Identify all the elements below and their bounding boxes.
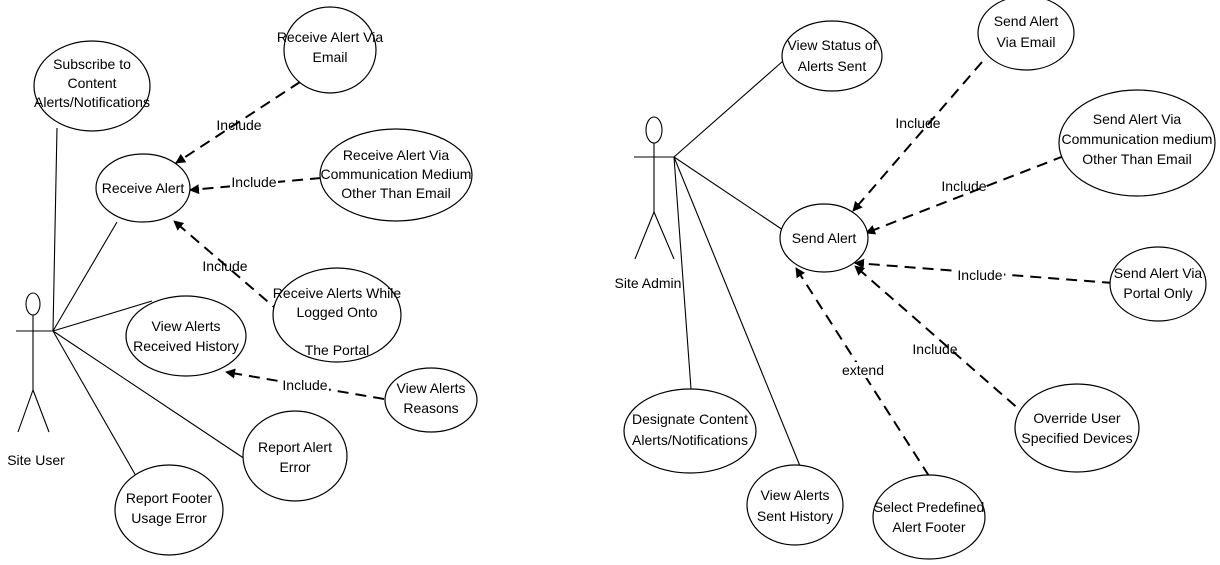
assoc-report-footer xyxy=(52,330,141,484)
use-case-label: Logged Onto xyxy=(297,304,378,320)
use-case-label: View Alerts xyxy=(761,487,830,503)
use-case-label: Report Footer xyxy=(126,490,213,506)
use-case-label: Override User xyxy=(1033,410,1120,426)
use-case-label: Email xyxy=(312,49,347,65)
dependency-labels: Include Include Include Include Include … xyxy=(202,115,1004,393)
use-case-label: Portal Only xyxy=(1123,285,1192,301)
extend-label-footer: extend xyxy=(842,362,884,378)
include-arrow-override xyxy=(854,265,1030,419)
include-label-portal: Include xyxy=(202,258,247,274)
use-case-label: The Portal xyxy=(305,342,370,358)
assoc-send-alert xyxy=(673,156,784,231)
use-case-label: Send Alert xyxy=(994,13,1059,29)
use-case-label: Send Alert Via xyxy=(1114,265,1203,281)
use-case-label: Content xyxy=(67,75,116,91)
use-case-send-other: Send Alert Via Communication medium Othe… xyxy=(1058,89,1216,197)
include-label-other: Include xyxy=(231,174,276,190)
include-label-send-other: Include xyxy=(941,178,986,194)
use-case-report-error: Report Alert Error xyxy=(242,410,348,502)
use-case-label: Send Alert xyxy=(792,230,857,246)
use-case-label: Usage Error xyxy=(131,510,207,526)
use-case-send-alert: Send Alert xyxy=(779,203,869,273)
dependencies xyxy=(173,61,1114,477)
use-case-label: Receive Alerts While xyxy=(273,285,402,301)
include-label-override: Include xyxy=(912,341,957,357)
use-case-label: Alert Footer xyxy=(892,519,965,535)
assoc-report-error xyxy=(52,330,246,460)
use-case-label: Sent History xyxy=(757,508,833,524)
use-case-select-footer: Select Predefined Alert Footer xyxy=(872,474,986,560)
use-case-label: View Status of xyxy=(787,37,876,53)
use-case-label: View Alerts xyxy=(397,380,466,396)
use-case-label: Designate Content xyxy=(632,411,748,427)
use-case-label: Specified Devices xyxy=(1021,430,1132,446)
use-case-view-status: View Status of Alerts Sent xyxy=(781,20,883,92)
use-case-label: Communication medium xyxy=(1062,131,1213,147)
assoc-designate xyxy=(673,156,692,390)
include-arrow-send-email xyxy=(852,61,983,212)
include-label-email: Include xyxy=(216,117,261,133)
use-case-view-reasons: View Alerts Reasons xyxy=(384,367,478,433)
use-case-label: Select Predefined xyxy=(874,499,985,515)
extend-arrow-footer xyxy=(795,267,930,477)
use-case-view-history: View Alerts Received History xyxy=(125,295,247,377)
site-user-actor xyxy=(16,292,53,433)
use-case-label: Alerts/Notifications xyxy=(34,94,150,110)
include-label-reasons: Include xyxy=(282,377,327,393)
site-user-label: Site User xyxy=(7,452,65,468)
assoc-view-status xyxy=(673,60,784,158)
use-case-subscribe: Subscribe to Content Alerts/Notification… xyxy=(33,40,151,132)
assoc-view-history xyxy=(52,300,153,332)
use-case-label: Report Alert xyxy=(258,439,332,455)
use-case-sent-history: View Alerts Sent History xyxy=(746,464,844,546)
include-arrow-portal xyxy=(173,220,282,314)
include-label-send-portal: Include xyxy=(957,267,1002,283)
use-case-label: Alerts/Notifications xyxy=(632,432,748,448)
use-case-label: Other Than Email xyxy=(1082,151,1191,167)
use-case-label: Received History xyxy=(133,338,239,354)
use-case-receive-alert: Receive Alert xyxy=(95,153,191,223)
use-case-send-portal: Send Alert Via Portal Only xyxy=(1109,246,1207,322)
use-case-receive-email: Receive Alert Via Email xyxy=(277,6,384,94)
use-case-label: Communication Medium xyxy=(321,166,472,182)
use-case-receive-other: Receive Alert Via Communication Medium O… xyxy=(319,128,473,222)
assoc-receive-alert xyxy=(52,221,118,332)
associations xyxy=(52,60,801,484)
use-case-label: View Alerts xyxy=(152,318,221,334)
use-case-receive-portal: Receive Alerts While Logged Onto The Por… xyxy=(272,267,402,363)
assoc-subscribe xyxy=(52,127,58,332)
use-case-label: Subscribe to xyxy=(53,56,131,72)
include-arrow-other xyxy=(189,177,322,195)
site-admin-actor xyxy=(634,116,675,260)
use-case-designate: Designate Content Alerts/Notifications xyxy=(623,388,757,474)
use-case-label: Receive Alert xyxy=(102,180,185,196)
use-case-report-footer: Report Footer Usage Error xyxy=(114,464,224,556)
use-case-label: Send Alert Via xyxy=(1093,111,1182,127)
site-admin-label: Site Admin xyxy=(615,275,682,291)
include-arrow-send-other xyxy=(865,155,1065,235)
use-case-label: Receive Alert Via xyxy=(277,29,384,45)
use-case-override: Override User Specified Devices xyxy=(1014,383,1140,473)
use-case-send-email: Send Alert Via Email xyxy=(977,0,1075,71)
use-case-label: Receive Alert Via xyxy=(343,147,450,163)
include-arrow-email xyxy=(175,81,301,164)
use-case-label: Alerts Sent xyxy=(798,58,867,74)
use-case-label: Other Than Email xyxy=(341,185,450,201)
include-label-send-email: Include xyxy=(895,115,940,131)
assoc-sent-history xyxy=(673,156,801,467)
use-case-label: Reasons xyxy=(403,400,458,416)
use-case-label: Error xyxy=(279,459,310,475)
use-case-label: Via Email xyxy=(997,34,1056,50)
